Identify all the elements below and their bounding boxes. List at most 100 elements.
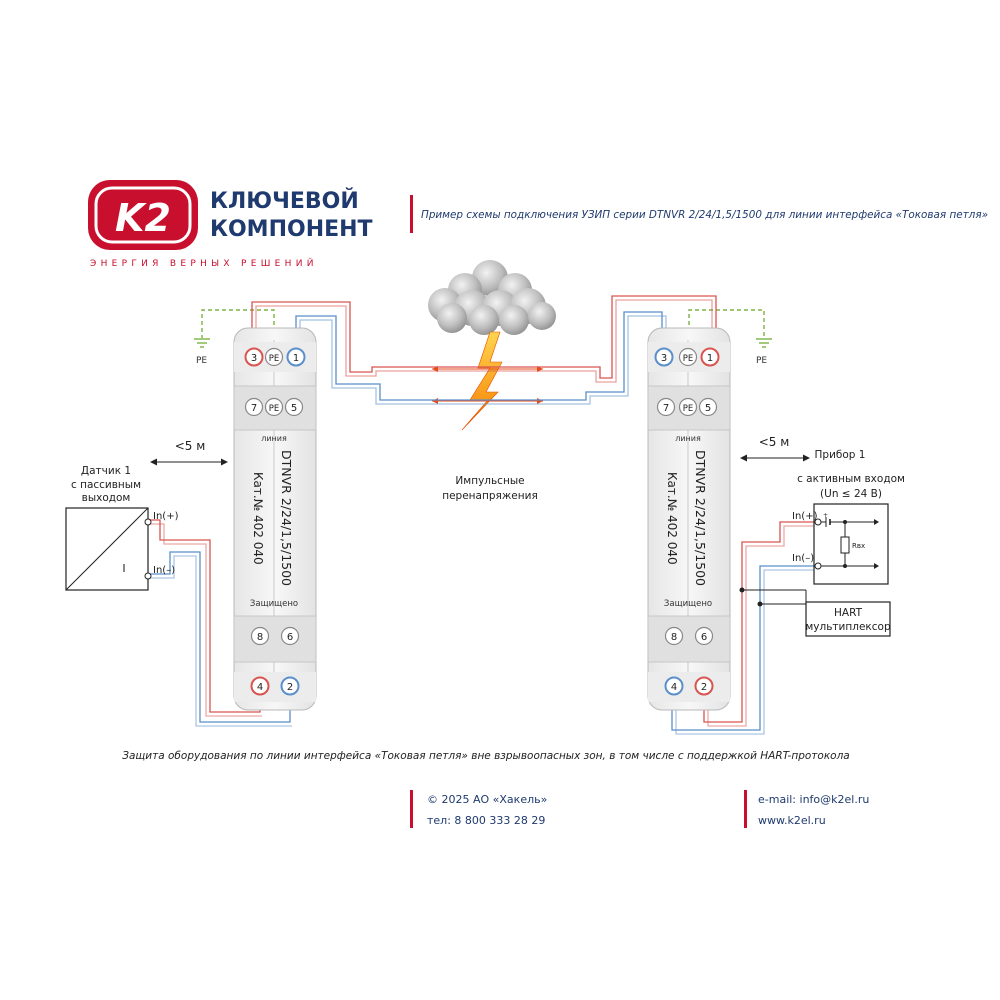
svg-text:5: 5 [291,403,297,414]
hart-label-line2: мультиплексор [805,621,891,633]
sensor-title-line1: Датчик 1 [81,465,131,477]
svg-text:5: 5 [705,403,711,414]
device-left-model: DTNVR 2/24/1,5/1500 [279,450,294,586]
svg-text:PE: PE [683,354,694,364]
terminal-left-3[interactable] [244,347,264,367]
terminal-right-7[interactable] [656,397,676,417]
brand-name-line2: КОМПОНЕНТ [210,217,373,242]
ground-symbol-left [194,338,210,348]
logo-badge-inner [94,186,192,244]
svg-text:PE: PE [683,404,694,414]
svg-text:3: 3 [661,353,667,364]
terminal-right-4[interactable] [664,676,684,696]
hart-junction-1 [739,587,745,593]
protected-wires-left [148,519,292,727]
device-left-line-label: линия [261,434,287,443]
svg-text:6: 6 [287,632,293,643]
device-right-line-label: линия [675,434,701,443]
terminal-right-pe2[interactable] [678,397,698,417]
device-right-protected-label: Защищено [664,599,712,609]
device-right-catalog: Кат.№ 402 040 [665,472,679,565]
surge-label-line1: Импульсные [455,475,524,487]
line-wires [251,295,717,405]
pe-label-left: PE [196,356,207,366]
instrument-title-line1: Прибор 1 [815,449,866,461]
svg-text:4: 4 [671,682,677,693]
terminal-left-5[interactable] [284,397,304,417]
footer-divider-right [744,790,747,828]
terminals-right-bottom: 4 2 [664,676,714,696]
terminal-left-pe2[interactable] [264,397,284,417]
svg-text:1: 1 [293,353,299,364]
terminal-left-6[interactable] [280,626,300,646]
logo-badge [88,180,198,250]
footer-copyright: © 2025 АО «Хакель» [427,793,547,806]
svg-text:2: 2 [287,682,293,693]
header-divider [410,195,413,233]
terminal-right-pe[interactable] [678,347,698,367]
surge-protector-right [647,327,731,711]
distance-marker-right: <5 м [740,435,810,462]
svg-text:2: 2 [701,682,707,693]
svg-text:7: 7 [251,403,257,414]
terminal-left-7[interactable] [244,397,264,417]
terminal-left-2[interactable] [280,676,300,696]
diagram-caption: Защита оборудования по линии интерфейса … [122,750,850,762]
protected-wires-right [671,521,818,735]
hart-label-line1: HART [834,607,863,619]
surge-protector-left [233,327,317,711]
terminal-right-8[interactable] [664,626,684,646]
terminals-right-mid: 7 PE 5 [656,397,718,417]
hart-tap-wires [742,589,812,619]
svg-text:4: 4 [257,682,263,693]
svg-text:8: 8 [671,632,677,643]
terminal-left-8[interactable] [250,626,270,646]
terminal-right-1[interactable] [700,347,720,367]
svg-text:PE: PE [269,354,280,364]
footer-email[interactable]: e-mail: info@k2el.ru [758,793,869,806]
terminals-left-lower: 8 6 [250,626,300,646]
instrument-in-plus: In(+) [792,511,818,522]
logo-mark: K2 [115,196,171,240]
sensor-title-line3: выходом [82,492,131,504]
terminals-left-bottom: 4 2 [250,676,300,696]
svg-text:<5 м: <5 м [759,435,790,449]
device-left-catalog: Кат.№ 402 040 [251,472,265,565]
instrument-box: + [813,503,889,585]
footer-website[interactable]: www.k2el.ru [758,814,826,827]
sensor-in-minus: In(–) [153,565,175,576]
distance-marker-left: <5 м [150,439,228,466]
terminal-right-2[interactable] [694,676,714,696]
instrument-title-line2: с активным входом [797,473,905,485]
terminal-left-pe[interactable] [264,347,284,367]
footer-phone: тел: 8 800 333 28 29 [427,814,545,827]
terminals-right-lower: 8 6 [664,626,714,646]
svg-text:3: 3 [251,353,257,364]
svg-text:<5 м: <5 м [175,439,206,453]
device-right-model: DTNVR 2/24/1,5/1500 [693,450,708,586]
instrument-in-minus: In(–) [792,553,814,564]
terminal-left-1[interactable] [286,347,306,367]
instrument-title-line3: (Un ≤ 24 В) [820,488,882,500]
terminal-left-4[interactable] [250,676,270,696]
terminals-right-top: 3 PE 1 [654,347,720,367]
svg-text:7: 7 [663,403,669,414]
surge-arrows [430,366,545,404]
terminal-right-6[interactable] [694,626,714,646]
terminal-right-3[interactable] [654,347,674,367]
terminal-right-5[interactable] [698,397,718,417]
sensor-symbol: I [122,562,125,575]
instrument-resistor: Rвх [852,542,865,550]
brand-name-line1: КЛЮЧЕВОЙ [210,188,359,214]
surge-label-line2: перенапряжения [442,490,538,502]
svg-text:PE: PE [269,404,280,414]
terminals-left-mid: 7 PE 5 [244,397,304,417]
svg-text:6: 6 [701,632,707,643]
svg-text:8: 8 [257,632,263,643]
hart-junction-2 [757,601,763,607]
terminals-left-top: 3 PE 1 [244,347,306,367]
sensor-in-plus: In(+) [153,511,179,522]
device-left-protected-label: Защищено [250,599,298,609]
lightning-bolt [461,331,503,431]
